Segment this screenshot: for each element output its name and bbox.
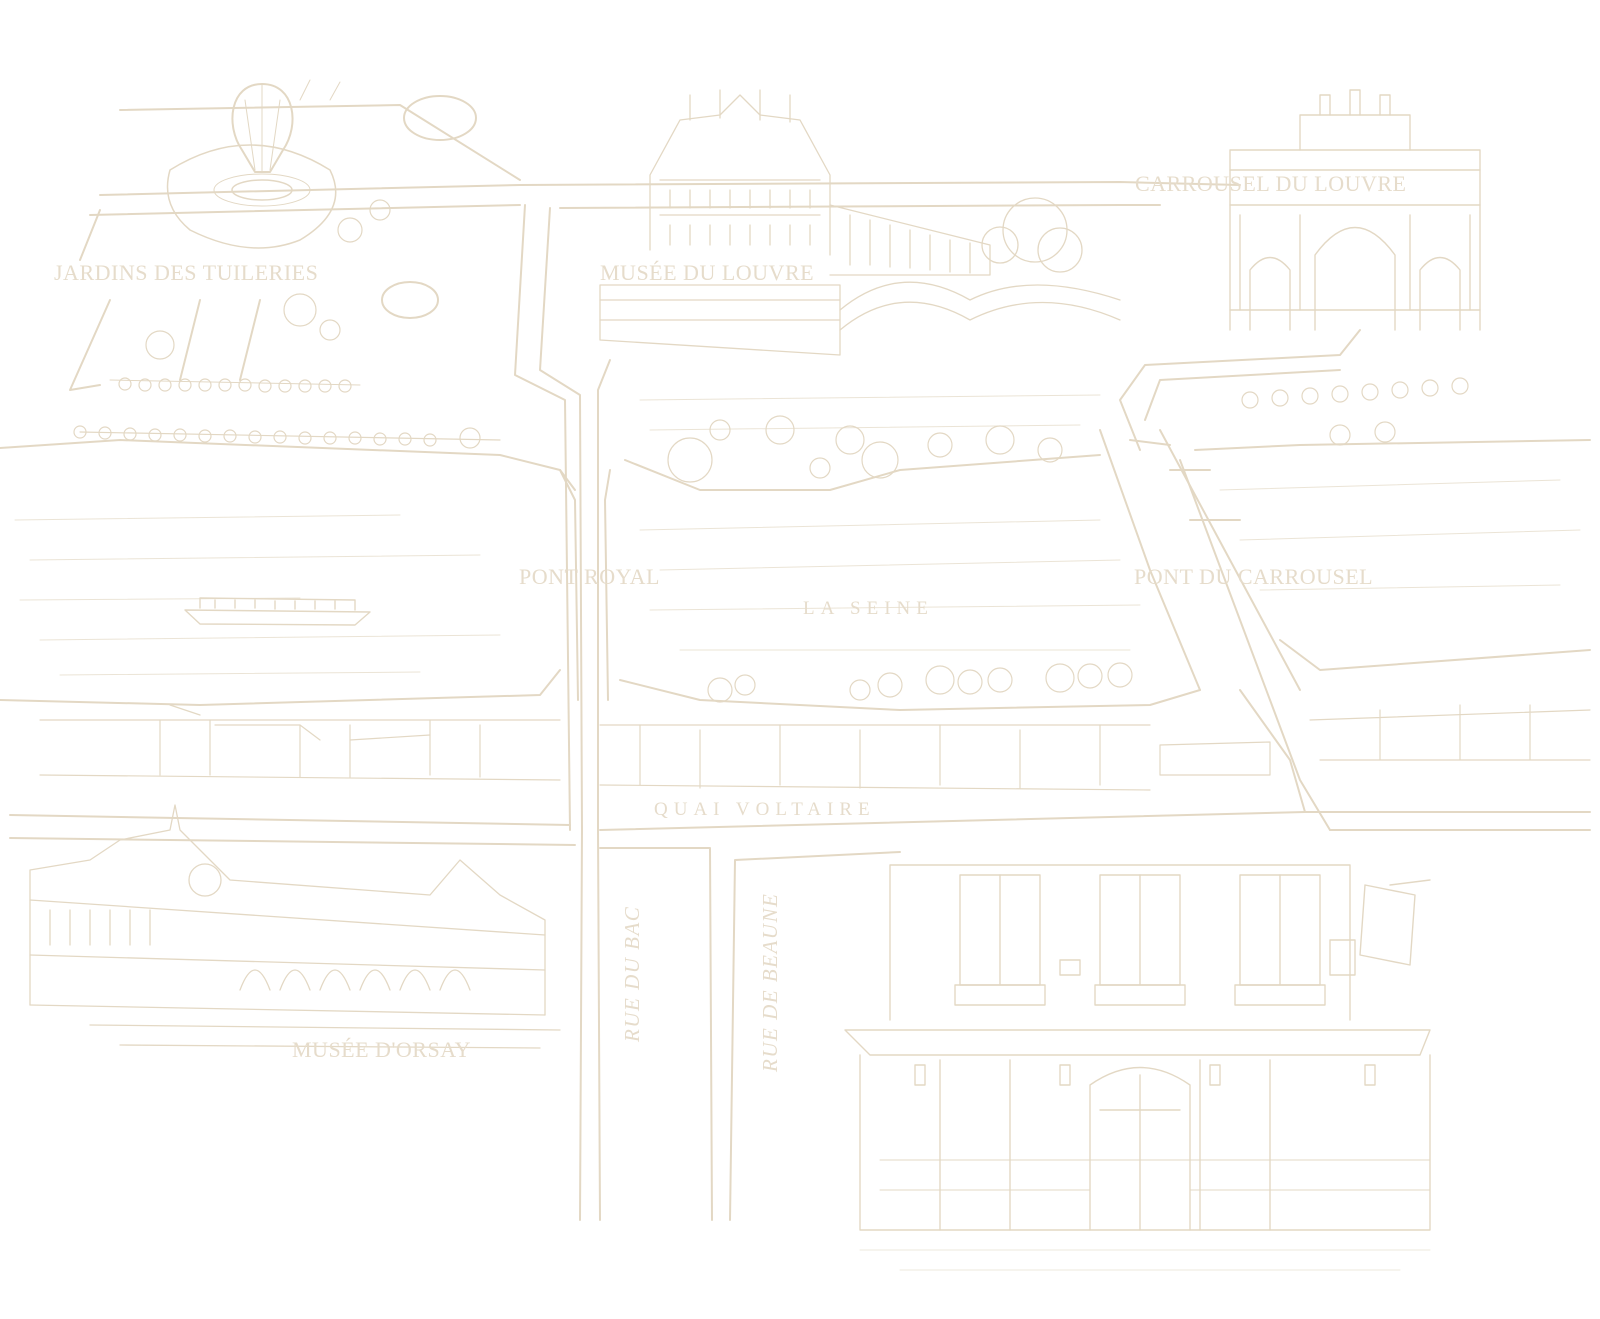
label-rue-de-beaune: RUE DE BEAUNE — [758, 892, 782, 1072]
label-musee-du-louvre: MUSÉE DU LOUVRE — [600, 260, 815, 285]
roads — [9, 181, 1591, 1221]
label-pont-royal: PONT ROYAL — [519, 564, 660, 589]
restaurant-facade-icon — [844, 864, 1431, 1271]
label-musee-dorsay: MUSÉE D'ORSAY — [292, 1037, 471, 1062]
louvre-palace-icon — [599, 89, 1121, 356]
tuileries-garden — [69, 79, 521, 393]
label-carrousel-du-louvre: CARROUSEL DU LOUVRE — [1135, 171, 1407, 196]
tree-row-north — [73, 377, 1469, 483]
label-jardins-des-tuileries: JARDINS DES TUILERIES — [54, 260, 319, 285]
label-quai-voltaire: QUAI VOLTAIRE — [654, 799, 876, 820]
river-seine — [0, 394, 1591, 711]
tour-boat-icon — [184, 597, 371, 626]
label-la-seine: LA SEINE — [803, 598, 934, 619]
label-rue-du-bac: RUE DU BAC — [620, 905, 644, 1042]
hot-air-balloon-icon — [213, 83, 311, 207]
bridges — [559, 429, 1301, 701]
arc-du-carrousel-icon — [1229, 89, 1481, 331]
south-bank-buildings — [39, 662, 1591, 791]
label-pont-du-carrousel: PONT DU CARROUSEL — [1134, 564, 1374, 589]
musee-orsay-icon — [29, 804, 561, 1049]
